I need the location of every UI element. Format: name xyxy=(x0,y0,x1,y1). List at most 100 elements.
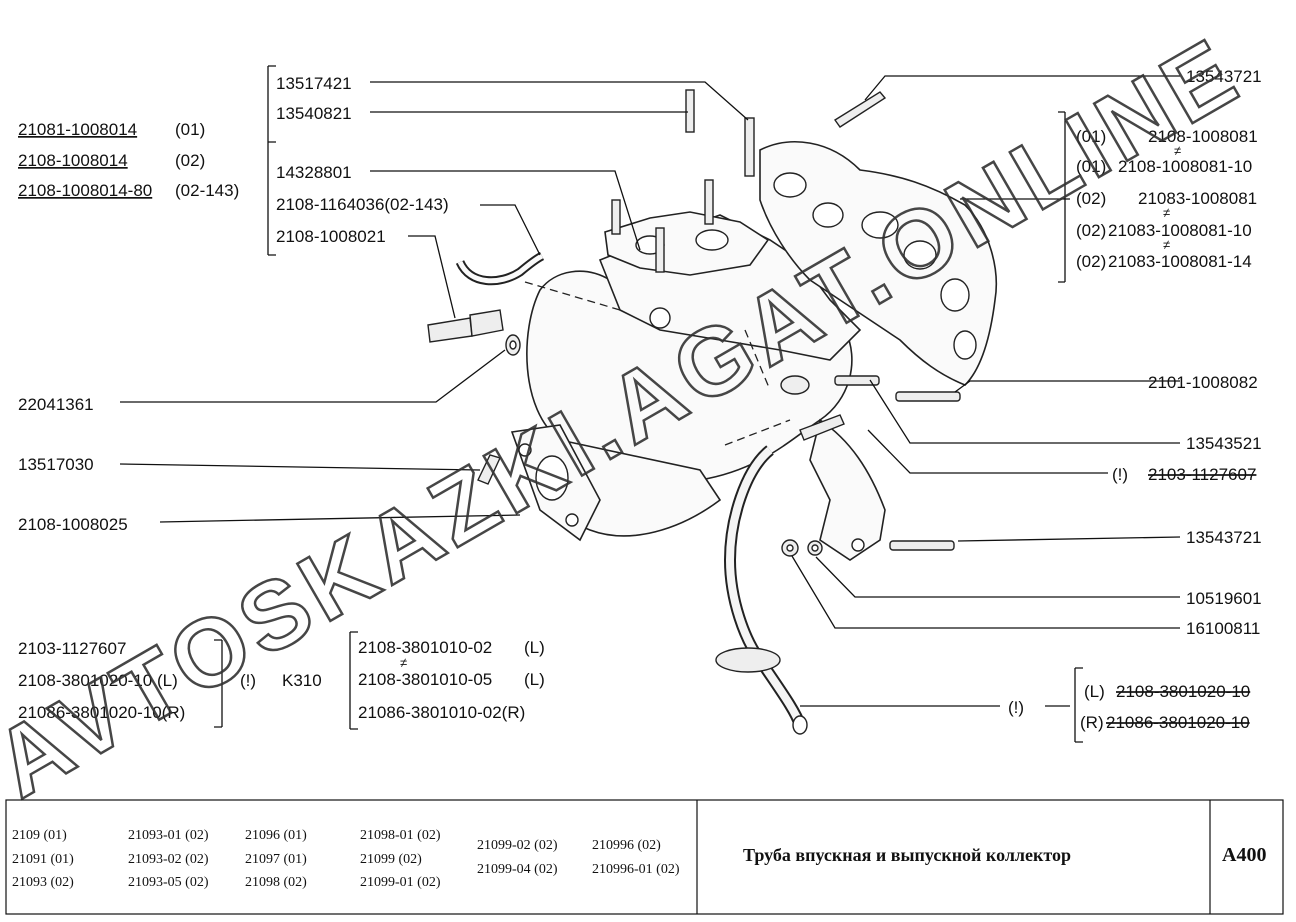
footer-model: 21099 (02) xyxy=(360,852,422,867)
footer-model: 21091 (01) xyxy=(12,852,74,867)
svg-text:≠: ≠ xyxy=(1163,205,1170,220)
svg-text:K310: K310 xyxy=(282,671,322,690)
label-22041361: 22041361 xyxy=(18,395,94,414)
svg-text:≠: ≠ xyxy=(400,655,407,670)
footer-model: 21093 (02) xyxy=(12,875,74,890)
footer-model: 21096 (01) xyxy=(245,828,307,843)
footer-model: 210996 (02) xyxy=(592,838,661,853)
label-2103-1127607-right: 2103-1127607 xyxy=(1148,465,1256,484)
svg-text:(02): (02) xyxy=(1076,189,1106,208)
stud-13517421 xyxy=(744,117,755,177)
label-2108-3801010-05: 2108-3801010-05 xyxy=(358,670,492,689)
label-21086-3801020-10-R: 21086-3801020-10(R) xyxy=(18,703,185,722)
stud-left xyxy=(611,199,621,235)
label-2108-1008014-80: 2108-1008014-80 xyxy=(18,181,152,200)
label-13517030: 13517030 xyxy=(18,455,94,474)
label-2108-1008025: 2108-1008025 xyxy=(18,515,128,534)
svg-text:(01): (01) xyxy=(175,120,205,139)
footer-model: 21093-05 (02) xyxy=(128,875,209,890)
svg-text:(L): (L) xyxy=(524,670,545,689)
footer-model: 21098-01 (02) xyxy=(360,828,441,843)
stud-2101-1008082 xyxy=(895,391,961,402)
svg-text:≠: ≠ xyxy=(1163,237,1170,252)
label-21081-1008014: 21081-1008014 xyxy=(18,120,137,139)
footer-model: 210996-01 (02) xyxy=(592,862,680,877)
label-13540821: 13540821 xyxy=(276,104,352,123)
stud-13543721-top xyxy=(833,91,887,128)
label-21086-3801020-10-right: 21086-3801020-10 xyxy=(1106,713,1250,732)
labels-bottom-mid: 2108-3801010-02 (L) ≠ 2108-3801010-05 (L… xyxy=(358,638,545,722)
label-2108-1008021: 2108-1008021 xyxy=(276,227,386,246)
label-21083-1008081-10: 21083-1008081-10 xyxy=(1108,221,1252,240)
svg-text:(L): (L) xyxy=(1084,682,1105,701)
exhaust-gasket xyxy=(759,141,998,386)
svg-text:≠: ≠ xyxy=(1174,143,1181,158)
label-13517421: 13517421 xyxy=(276,74,352,93)
label-2103-1127607-left: 2103-1127607 xyxy=(18,639,126,658)
label-2108-3801020-10-L: 2108-3801020-10 (L) xyxy=(18,671,178,690)
svg-text:(02): (02) xyxy=(175,151,205,170)
label-13543721-top: 13543721 xyxy=(1186,67,1262,86)
label-21086-3801010-02-R: 21086-3801010-02(R) xyxy=(358,703,525,722)
label-2108-1008081-10: 2108-1008081-10 xyxy=(1118,157,1252,176)
labels-bottom-left: 2103-1127607 2108-3801020-10 (L) (!) K31… xyxy=(18,639,322,722)
stud-13540821 xyxy=(685,89,695,133)
stud-front xyxy=(655,227,665,273)
label-2108-1164036: 2108-1164036(02-143) xyxy=(276,195,449,214)
bolt-shank xyxy=(469,309,504,337)
hose-grommet xyxy=(715,647,781,673)
leader-lines xyxy=(119,65,1181,743)
water-port xyxy=(649,307,671,329)
stud-13543521 xyxy=(834,375,880,386)
footer-model: 21097 (01) xyxy=(245,852,307,867)
stud-mid xyxy=(704,179,714,225)
footer-model: 2109 (01) xyxy=(12,828,67,843)
svg-text:(R): (R) xyxy=(1080,713,1104,732)
label-21083-1008081-14: 21083-1008081-14 xyxy=(1108,252,1252,271)
labels-right-mid: 2101-1008082 13543521 (!) 2103-1127607 1… xyxy=(1112,373,1262,638)
stud-13517030 xyxy=(477,454,501,485)
label-13543521: 13543521 xyxy=(1186,434,1262,453)
label-2108-3801020-10-right: 2108-3801020-10 xyxy=(1116,682,1250,701)
labels-right-top: 13543721 (01) 2108-1008081 ≠ (01) 2108-1… xyxy=(1076,67,1262,271)
label-14328801: 14328801 xyxy=(276,163,352,182)
svg-text:(!): (!) xyxy=(1112,465,1128,484)
label-2108-1008014: 2108-1008014 xyxy=(18,151,128,170)
stud-13543721-lower xyxy=(889,540,955,551)
label-13543721-lower: 13543721 xyxy=(1186,528,1262,547)
svg-text:(!): (!) xyxy=(1008,698,1024,717)
label-2101-1008082: 2101-1008082 xyxy=(1148,373,1258,392)
intake-exhaust-manifold-drawing xyxy=(427,89,998,735)
exhaust-lower-flange xyxy=(809,418,886,561)
footer-table: 2109 (01) 21091 (01) 21093 (02) 21093-01… xyxy=(5,799,1284,915)
labels-left-mid: 22041361 13517030 2108-1008025 xyxy=(18,395,128,534)
labels-left-top: 21081-1008014 (01) 2108-1008014 (02) 210… xyxy=(18,120,239,200)
footer-model: 21093-01 (02) xyxy=(128,828,209,843)
footer-model: 21093-02 (02) xyxy=(128,852,209,867)
svg-text:(!): (!) xyxy=(240,671,256,690)
svg-text:(02): (02) xyxy=(1076,252,1106,271)
bolt-head xyxy=(427,317,473,343)
label-10519601: 10519601 xyxy=(1186,589,1262,608)
carburetor-flange xyxy=(604,211,770,276)
footer-model: 21099-02 (02) xyxy=(477,838,558,853)
footer-model: 21099-04 (02) xyxy=(477,862,558,877)
page-title: Труба впускная и выпускной коллектор xyxy=(743,845,1071,865)
label-16100811: 16100811 xyxy=(1186,619,1260,638)
svg-text:(01): (01) xyxy=(1076,157,1106,176)
label-2108-3801010-02: 2108-3801010-02 xyxy=(358,638,492,657)
plug xyxy=(780,375,810,395)
svg-text:(01): (01) xyxy=(1076,127,1106,146)
label-2108-1008081: 2108-1008081 xyxy=(1148,127,1258,146)
footer-model: 21098 (02) xyxy=(245,875,307,890)
footer-model: 21099-01 (02) xyxy=(360,875,441,890)
page-code: A400 xyxy=(1222,844,1266,866)
labels-bottom-right: (!) (L) 2108-3801020-10 (R) 21086-380102… xyxy=(1008,682,1250,732)
vacuum-fitting xyxy=(799,414,845,441)
svg-text:(02-143): (02-143) xyxy=(175,181,239,200)
svg-text:(02): (02) xyxy=(1076,221,1106,240)
svg-text:(L): (L) xyxy=(524,638,545,657)
label-21083-1008081: 21083-1008081 xyxy=(1138,189,1257,208)
